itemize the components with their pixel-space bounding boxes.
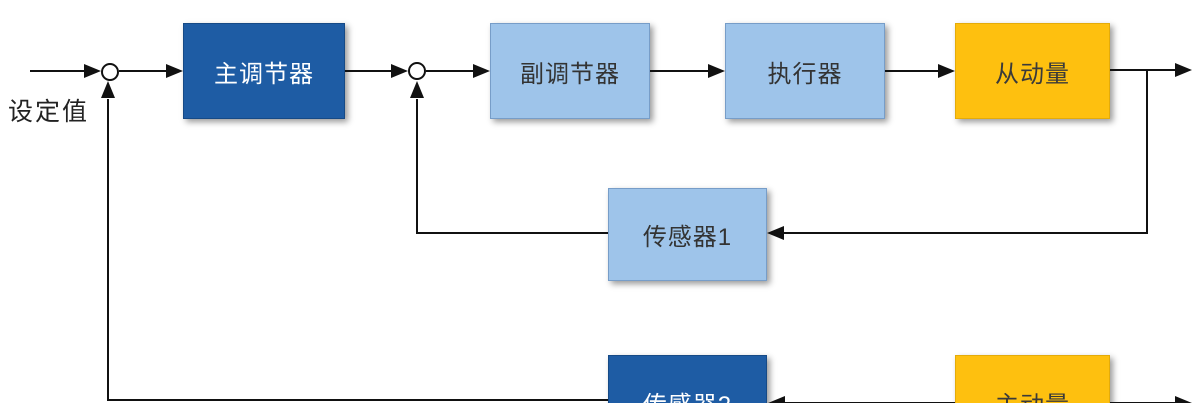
setpoint-input-line <box>30 70 84 72</box>
arrowhead-into-sensor1-icon <box>767 226 784 240</box>
arrowhead-into-actuator-icon <box>708 64 725 78</box>
secondary-variable-output-line <box>1110 69 1175 71</box>
outer-feedback-vertical-line <box>107 99 109 401</box>
arrowhead-into-junction1-icon <box>84 64 101 78</box>
block-actuator: 执行器 <box>725 23 885 119</box>
arrowhead-top-output-icon <box>1175 63 1192 77</box>
summing-junction-1 <box>101 63 119 81</box>
block-sensor1-label: 传感器1 <box>642 224 733 251</box>
block-main-controller-label: 主调节器 <box>214 60 314 88</box>
block-primary-variable-label: 主动量 <box>995 385 1070 403</box>
inner-feedback-to-sensor1-line <box>784 232 1147 234</box>
block-sensor2: 传感器2 <box>608 355 767 403</box>
block-sensor2-label: 传感器2 <box>643 385 732 403</box>
block-actuator-label: 执行器 <box>767 60 843 88</box>
actuator-to-secondary-variable-line <box>885 70 938 72</box>
block-main-controller: 主调节器 <box>183 23 345 119</box>
arrowhead-into-secondary-variable-icon <box>938 64 955 78</box>
secondary-controller-to-actuator-line <box>650 70 708 72</box>
sensor1-feedback-vertical-line <box>416 99 418 234</box>
summing-junction-2 <box>408 62 426 80</box>
arrowhead-into-junction2-icon <box>391 64 408 78</box>
block-secondary-variable-label: 从动量 <box>995 60 1070 88</box>
junction1-to-main-controller-line <box>119 70 166 72</box>
block-secondary-controller: 副调节器 <box>490 23 650 119</box>
arrowhead-into-junction1-bottom-icon <box>101 81 115 98</box>
sensor1-output-horizontal-line <box>416 232 608 234</box>
block-sensor1: 传感器1 <box>608 188 767 281</box>
setpoint-label: 设定值 <box>8 98 90 126</box>
arrowhead-into-main-controller-icon <box>166 64 183 78</box>
inner-feedback-branch-vertical-line <box>1146 69 1148 234</box>
arrowhead-bottom-output-icon <box>1175 396 1192 403</box>
block-primary-variable: 主动量 <box>955 355 1110 403</box>
outer-feedback-horizontal-line <box>107 399 608 401</box>
arrowhead-into-junction2-bottom-icon <box>410 81 424 98</box>
arrowhead-into-secondary-controller-icon <box>473 64 490 78</box>
main-controller-to-junction2-line <box>345 70 391 72</box>
arrowhead-into-sensor2-icon <box>768 396 785 403</box>
block-secondary-variable: 从动量 <box>955 23 1110 119</box>
block-secondary-controller-label: 副调节器 <box>520 60 620 88</box>
junction2-to-secondary-controller-line <box>426 70 473 72</box>
